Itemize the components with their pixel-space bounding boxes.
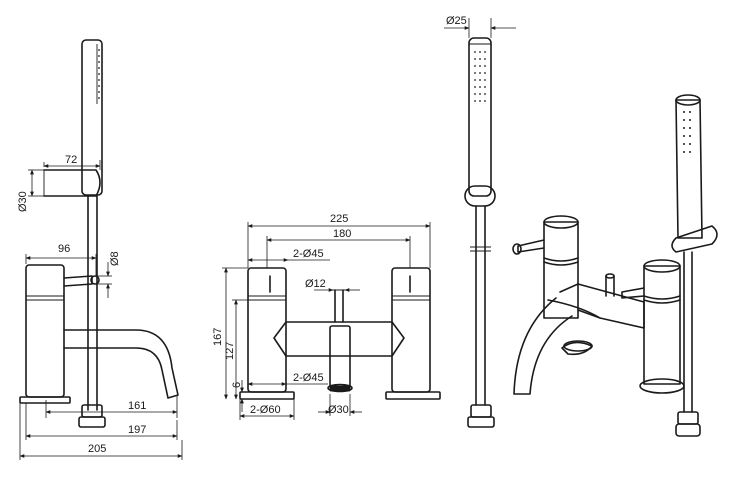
dim-label: 127 (224, 342, 236, 360)
front-dim-127: 127 (224, 299, 248, 400)
front-view: 225 180 2-Ø45 Ø12 167 127 (212, 213, 441, 420)
side-dim-ø30: Ø30 (17, 169, 44, 212)
dim-label: 161 (128, 400, 146, 412)
side-dim-197: 197 (25, 403, 178, 440)
side-dim-161: 161 (45, 396, 178, 418)
dim-label: 225 (330, 213, 348, 225)
front-dim-6: 6 (231, 380, 244, 412)
front-dim-ø12: Ø12 (305, 278, 360, 292)
dim-label: Ø30 (17, 191, 29, 212)
side-dim-72: 72 (43, 154, 101, 170)
front-dim-2ø45-top: 2-Ø45 (247, 248, 330, 262)
iso-bridge-spout (513, 273, 645, 395)
dim-label: 2-Ø45 (293, 248, 324, 260)
handset-rail-view: Ø25 (444, 15, 516, 428)
iso-right-body (621, 259, 685, 394)
front-left-body (239, 267, 295, 400)
front-dim-180: 180 (266, 228, 411, 268)
dim-label: 96 (58, 243, 70, 255)
dim-label: 2-Ø45 (293, 372, 324, 384)
front-dim-2ø45-bottom: 2-Ø45 (247, 372, 328, 386)
side-dim-ø8: Ø8 (96, 251, 121, 298)
handset-dim-ø25: Ø25 (444, 15, 516, 38)
front-diverter (330, 289, 348, 323)
iso-left-body (512, 215, 579, 319)
dim-label: Ø8 (109, 251, 121, 266)
side-dim-205: 205 (19, 403, 183, 460)
side-handset (43, 39, 106, 428)
dim-label: 167 (212, 328, 224, 346)
isometric-view (512, 94, 718, 437)
iso-handset (671, 94, 718, 437)
side-dim-96: 96 (25, 243, 97, 276)
front-bridge (273, 321, 405, 357)
front-dim-2ø60: 2-Ø60 (239, 399, 295, 420)
dim-label: 197 (128, 424, 146, 436)
side-spout-body (19, 264, 179, 404)
front-dim-167: 167 (212, 267, 248, 400)
dim-label: 2-Ø60 (250, 404, 281, 416)
dim-label: Ø12 (305, 278, 326, 290)
dim-label: 6 (231, 382, 243, 388)
dim-label: 205 (88, 443, 106, 455)
dim-label: Ø25 (446, 15, 467, 27)
handset-spray-holes (474, 51, 486, 102)
front-dim-ø30: Ø30 (318, 394, 362, 416)
dim-label: Ø30 (328, 404, 349, 416)
dim-label: 72 (65, 154, 77, 166)
dim-label: 180 (333, 228, 351, 240)
front-spout (327, 325, 353, 393)
front-right-body (385, 267, 441, 400)
side-view: 72 Ø30 96 (17, 39, 183, 460)
